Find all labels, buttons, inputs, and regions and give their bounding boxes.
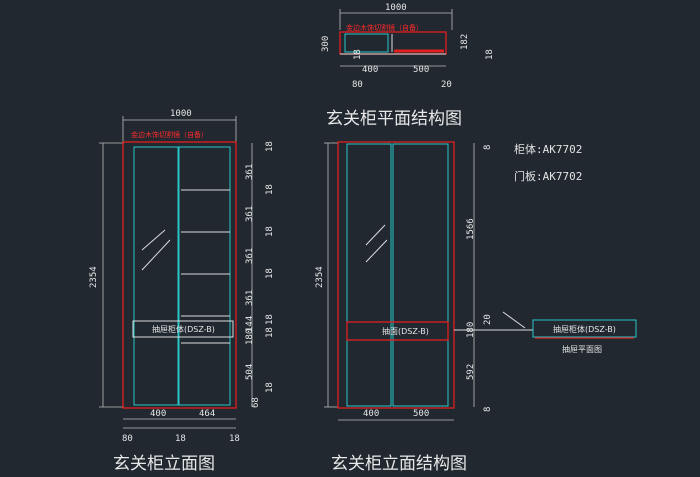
elev-right-dims: 18 361 18 361 18 361 18 361 18 144 18 18… [245,141,275,408]
struct-height-dim: 2354 [315,266,325,288]
elev-right-dim-13: 18 [265,382,275,393]
elev-left-door-dim: 400 [150,409,166,419]
elev-width-dim: 1000 [170,109,192,119]
struct-right-door-dim: 500 [413,409,429,419]
drawer-cabinet-plan-label: 抽屉柜体(DSZ-B) [553,324,616,334]
plan-depth-left-dim: 300 [321,36,331,52]
elev-bottom-dim-1: 80 [122,434,133,444]
plan-edge-band-note: 金边木饰切割镜（自备） [346,23,423,32]
elevation-structure-view: 2354 抽面(DSZ-B) 8 1566 20 180 592 8 400 5… [315,141,493,421]
plan-left-small-dim: 18 [353,49,363,60]
plan-segment-left-dim: 400 [362,65,378,75]
plan-right-small-dim: 18 [485,49,495,60]
elev-right-section-dim: 464 [199,409,215,419]
struct-right-dims: 8 1566 20 180 592 8 [466,143,493,412]
struct-bottom-dim: 8 [483,407,493,412]
body-material-note: 柜体:AK7702 [514,142,582,156]
elev-right-dim-12: 504 [245,364,255,380]
plan-segment-right-dim: 500 [413,65,429,75]
plan-bottom-left-dim: 80 [352,80,363,90]
plan-depth-right-dim: 182 [460,34,470,50]
struct-left-door-dim: 400 [363,409,379,419]
door-material-note: 门板:AK7702 [514,169,582,183]
elev-right-dim-6: 18 [265,268,275,279]
elev-drawer-cabinet-label: 抽屉柜体(DSZ-B) [152,324,215,334]
elev-right-dim-3: 361 [245,206,255,222]
struct-mid-dim: 20 [483,314,493,325]
elev-right-dim-10: 18 [265,327,275,338]
elevation-title: 玄关柜立面图 [113,454,215,474]
plan-view: 1000 金边木饰切割镜（自备） 300 18 182 18 400 500 8… [321,3,495,90]
elev-edge-band-note: 金边木饰切割镜（自备） [131,130,208,139]
elevation-structure-title: 玄关柜立面结构图 [331,454,467,474]
plan-width-dim: 1000 [385,3,407,13]
struct-drawer-face-label: 抽面(DSZ-B) [382,326,429,336]
elev-right-dim-4: 18 [265,226,275,237]
struct-upper-dim: 1566 [466,218,476,240]
elev-right-dim-1: 361 [245,164,255,180]
plan-title: 玄关柜平面结构图 [326,109,462,129]
elev-right-dim-0: 18 [265,141,275,152]
struct-top-dim: 8 [483,145,493,150]
elev-right-dim-5: 361 [245,248,255,264]
elev-bottom-dim-3: 18 [229,434,240,444]
plan-bottom-right-dim: 20 [441,80,452,90]
drawer-plan-view: 抽屉柜体(DSZ-B) [454,311,637,339]
elev-right-dim-7: 361 [245,290,255,306]
elev-bottom-dim-2: 18 [175,434,186,444]
struct-lower-dim: 592 [466,364,476,380]
elev-right-dim-8: 18 [265,314,275,325]
elev-right-dim-9: 144 [245,316,255,332]
elev-right-dim-2: 18 [265,184,275,195]
drawer-plan-title: 抽屉平面图 [562,344,602,354]
elev-right-dim-11: 180 [245,329,255,345]
elevation-view: 1000 金边木饰切割镜（自备） 2354 抽屉柜体(DSZ-B) 18 361… [89,109,275,444]
elev-height-dim: 2354 [89,266,99,288]
elev-right-dim-14: 68 [251,397,261,408]
